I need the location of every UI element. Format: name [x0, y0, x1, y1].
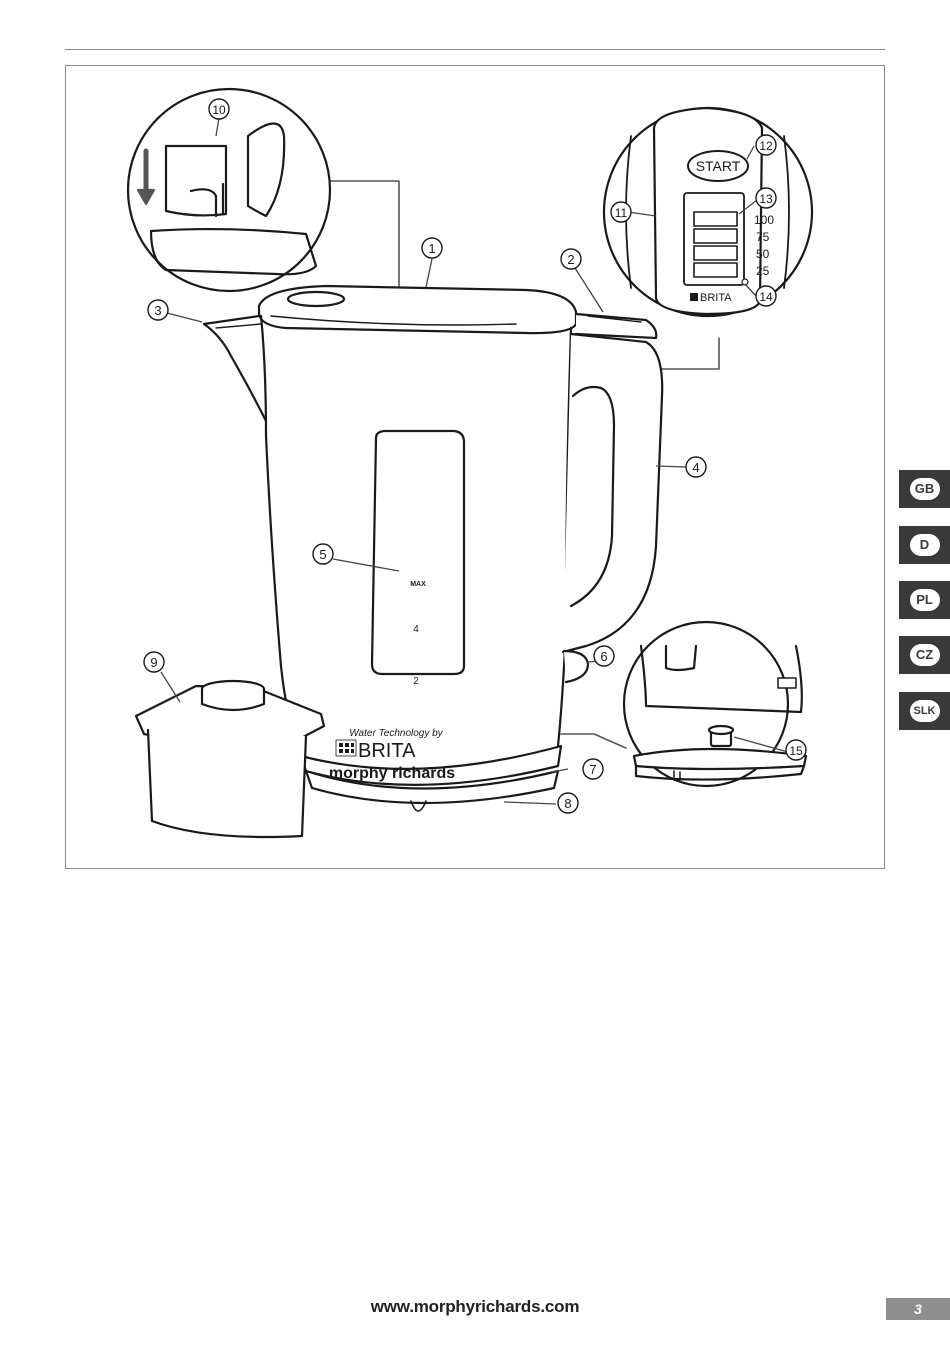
callout-2: 2: [560, 248, 582, 270]
control-panel-text: START 100 75 50 25 BRITA: [690, 158, 774, 304]
callout-8: 8: [557, 792, 579, 814]
callout-12: 12: [755, 134, 777, 156]
page-number: 3: [886, 1298, 950, 1320]
svg-text:8: 8: [564, 796, 571, 811]
lang-tab-cz[interactable]: CZ: [899, 636, 950, 674]
leader-line: [560, 733, 627, 749]
kettle-illustration: 1 2 3 4 5 6 7 8 9 10 11 12 13 14 15 MAX …: [126, 87, 814, 839]
callout-11: 11: [610, 201, 632, 223]
brita-logo: BRITA: [358, 740, 416, 762]
brita-dot-logo: [335, 739, 357, 757]
level-50-label: 50: [756, 247, 770, 261]
zoom-power-base: [622, 620, 808, 788]
max-label: MAX: [410, 581, 426, 588]
lang-tab-gb[interactable]: GB: [899, 470, 950, 508]
leader-line: [327, 180, 400, 292]
level-100-label: 100: [754, 213, 774, 227]
kettle-body: [202, 284, 664, 812]
svg-text:5: 5: [319, 547, 326, 562]
callout-4: 4: [685, 456, 707, 478]
top-rule: [65, 49, 885, 50]
leader-line: [660, 337, 720, 370]
svg-text:15: 15: [789, 744, 803, 758]
zoom-control-panel: [602, 106, 814, 318]
branding-line: Water Technology by: [349, 728, 443, 739]
zoom-lid-filter: [126, 87, 332, 293]
lang-label: GB: [909, 478, 940, 500]
callout-3: 3: [147, 299, 169, 321]
kettle-branding: Water Technology by BRITA morphy richard…: [329, 728, 455, 782]
svg-text:11: 11: [615, 206, 628, 220]
callout-14: 14: [755, 285, 777, 307]
lang-label: D: [909, 534, 940, 556]
cups-2-label: 2: [413, 676, 419, 687]
callout-7: 7: [582, 758, 604, 780]
footer-url[interactable]: www.morphyrichards.com: [370, 1297, 580, 1316]
callout-markers: 1 2 3 4 5 6 7 8 9 10 11 12 13 14 15: [143, 98, 807, 814]
callout-13: 13: [755, 187, 777, 209]
svg-text:4: 4: [692, 460, 699, 475]
product-diagram: 1 2 3 4 5 6 7 8 9 10 11 12 13 14 15 MAX …: [65, 65, 885, 869]
svg-text:13: 13: [759, 192, 773, 206]
svg-text:2: 2: [567, 252, 574, 267]
lang-tab-d[interactable]: D: [899, 526, 950, 564]
maker-logo: morphy richards: [329, 765, 455, 782]
callout-6: 6: [593, 645, 615, 667]
lang-label: SLK: [909, 700, 940, 722]
lang-tab-pl[interactable]: PL: [899, 581, 950, 619]
cups-4-label: 4: [413, 624, 419, 635]
svg-text:6: 6: [600, 649, 607, 664]
panel-brita-logo: BRITA: [700, 292, 732, 304]
svg-text:3: 3: [154, 303, 161, 318]
callout-5: 5: [312, 543, 334, 565]
svg-text:9: 9: [150, 655, 157, 670]
svg-text:14: 14: [759, 290, 773, 304]
svg-text:10: 10: [212, 103, 226, 117]
svg-text:1: 1: [428, 241, 435, 256]
callout-10: 10: [208, 98, 230, 120]
lang-label: CZ: [909, 644, 940, 666]
callout-1: 1: [421, 237, 443, 259]
level-75-label: 75: [756, 230, 770, 244]
svg-text:7: 7: [589, 762, 596, 777]
callout-9: 9: [143, 651, 165, 673]
lang-label: PL: [909, 589, 940, 611]
callout-15: 15: [785, 739, 807, 761]
lang-tab-slk[interactable]: SLK: [899, 692, 950, 730]
water-level-labels: MAX 4 2: [410, 581, 426, 687]
level-25-label: 25: [756, 264, 770, 278]
svg-text:12: 12: [759, 139, 773, 153]
start-label: START: [696, 158, 741, 174]
filter-cartridge: [134, 679, 326, 839]
callout-leaders: [160, 117, 789, 805]
